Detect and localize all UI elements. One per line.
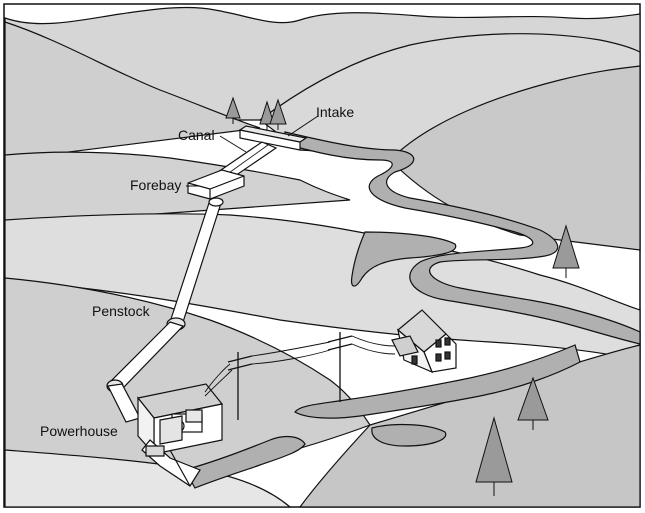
- river-branch: [350, 231, 457, 287]
- forebay-structure: [187, 169, 245, 200]
- tree-intake-3: [269, 98, 287, 130]
- label-powerhouse: Powerhouse: [40, 423, 118, 439]
- intake-structure: [238, 125, 308, 151]
- river: [284, 131, 641, 345]
- tree-intake-2: [259, 100, 275, 130]
- center-valley: [4, 213, 641, 361]
- river-pool: [371, 423, 447, 447]
- river-lower: [294, 344, 581, 419]
- label-forebay: Forebay: [130, 177, 182, 193]
- powerhouse-building: [136, 383, 224, 487]
- house: [391, 309, 457, 374]
- leader-lines: [186, 115, 319, 187]
- tree-foreground-2: [475, 416, 513, 496]
- label-canal: Canal: [178, 127, 215, 143]
- tree-intake-1: [225, 96, 241, 124]
- penstock-pipe: [106, 197, 224, 423]
- tree-right: [552, 224, 580, 278]
- label-penstock: Penstock: [92, 303, 150, 319]
- left-slope: [4, 151, 351, 226]
- power-line-poles: [204, 332, 396, 420]
- tailrace-stream: [184, 435, 306, 489]
- mid-ridge-left: [4, 21, 261, 161]
- tree-foreground-1: [517, 376, 549, 430]
- label-intake: Intake: [316, 104, 355, 120]
